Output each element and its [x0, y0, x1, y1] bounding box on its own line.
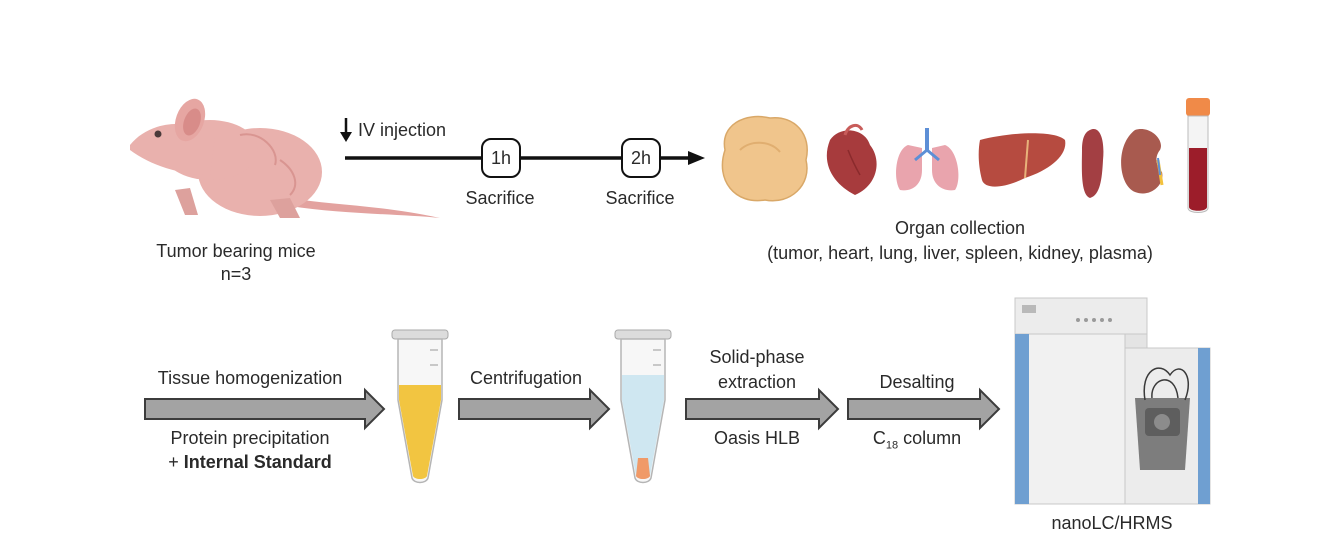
c18-column-label: C18 column — [872, 428, 962, 452]
step-desalting-label: Desalting — [879, 372, 955, 392]
oasis-hlb-label: Oasis HLB — [713, 428, 801, 448]
tube-centrifuged-icon — [614, 329, 672, 484]
organ-collection-title: Organ collection — [894, 218, 1026, 238]
heart-icon — [826, 123, 877, 195]
step-centrifugation-label: Centrifugation — [469, 368, 583, 388]
liver-icon — [978, 133, 1066, 187]
injection-arrow-icon — [340, 118, 352, 142]
tube-homogenate-icon — [391, 329, 449, 484]
organ-collection-list: (tumor, heart, lung, liver, spleen, kidn… — [767, 243, 1153, 263]
mouse-icon — [130, 98, 440, 218]
process-arrows — [144, 387, 1001, 431]
step-spe-label-line2: extraction — [717, 372, 797, 392]
step-precipitation-label: Protein precipitation — [170, 428, 330, 448]
tumor-icon — [721, 115, 808, 202]
lungs-icon — [896, 128, 959, 191]
instrument-label: nanoLC/HRMS — [1051, 513, 1173, 533]
spleen-icon — [1081, 129, 1104, 198]
mass-spectrometer-icon — [1014, 297, 1211, 505]
injection-label: IV injection — [358, 120, 447, 140]
step-spe-label-line1: Solid-phase — [709, 347, 805, 367]
timepoint-1-action: Sacrifice — [465, 188, 535, 208]
kidney-icon — [1121, 129, 1164, 194]
internal-standard-label: + Internal Standard — [168, 452, 332, 472]
mice-label: Tumor bearing mice — [156, 241, 316, 261]
blood-tube-icon — [1186, 98, 1210, 213]
step-homogenization-label: Tissue homogenization — [157, 368, 343, 388]
timepoint-2-action: Sacrifice — [605, 188, 675, 208]
timepoint-1-time: 1h — [490, 148, 512, 168]
timeline — [345, 138, 705, 178]
mice-count: n=3 — [220, 264, 252, 284]
timepoint-2-time: 2h — [630, 148, 652, 168]
